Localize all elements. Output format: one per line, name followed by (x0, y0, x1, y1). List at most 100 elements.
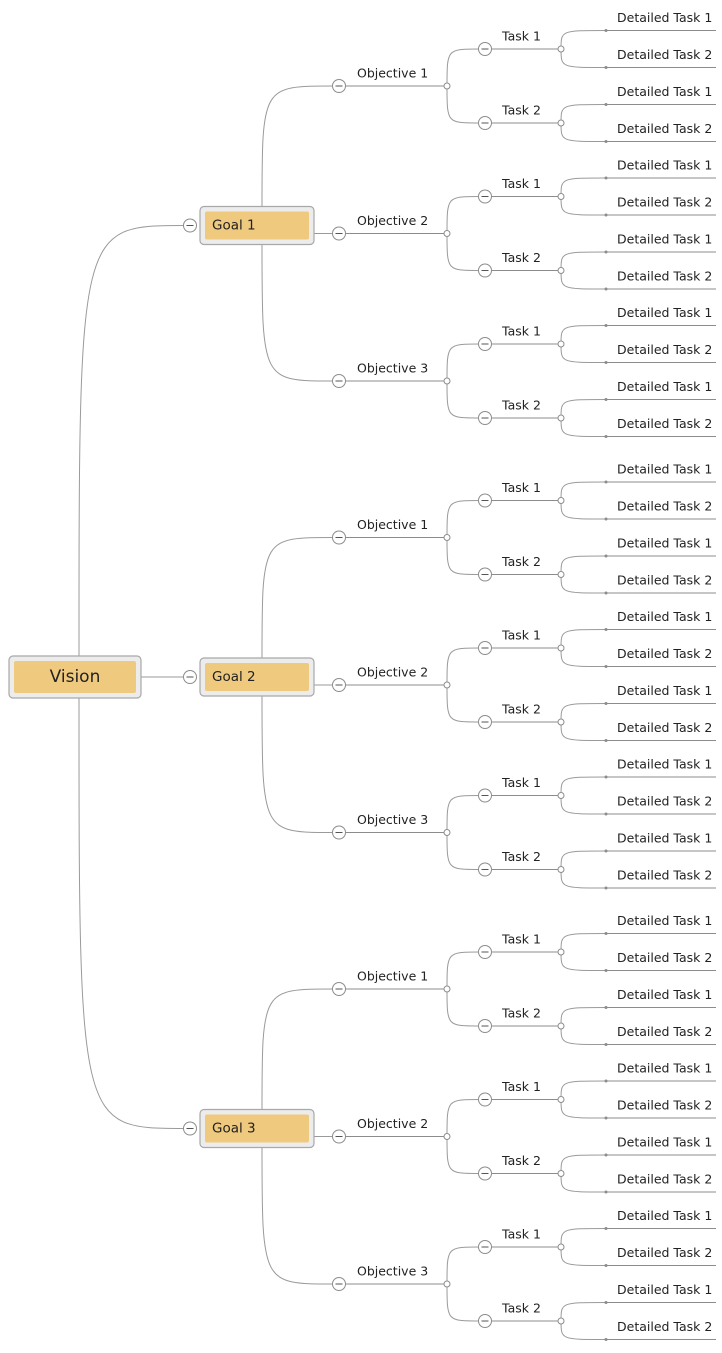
task-toggle[interactable] (478, 862, 492, 877)
task-toggle[interactable] (478, 945, 492, 959)
objective-toggle[interactable] (332, 374, 346, 388)
connector (560, 1320, 607, 1340)
task-toggle[interactable] (478, 116, 492, 130)
objective-toggle[interactable] (332, 678, 346, 692)
connector (78, 697, 185, 1129)
detail-dot (604, 849, 608, 853)
detail-label: Detailed Task 1 (617, 831, 712, 846)
detail-label: Detailed Task 1 (617, 462, 712, 477)
connector (560, 933, 607, 953)
objective-label: Objective 1 (357, 969, 428, 984)
detail-dot (604, 665, 608, 668)
detail-dot (604, 324, 608, 327)
objective-toggle[interactable] (332, 825, 346, 840)
task-toggle[interactable] (478, 1019, 492, 1033)
connector (446, 196, 480, 234)
detail-label: Detailed Task 2 (617, 794, 712, 809)
branch-joint (557, 45, 565, 53)
detail-dot (604, 1043, 608, 1046)
task-label: Task 1 (501, 775, 541, 790)
task-toggle[interactable] (478, 1092, 492, 1107)
goal-2-toggle[interactable] (183, 670, 197, 684)
connector (446, 795, 480, 833)
connector (560, 703, 607, 723)
connector (446, 537, 480, 575)
objective-toggle[interactable] (332, 1277, 346, 1291)
connector (560, 30, 607, 50)
task-label: Task 1 (501, 1079, 541, 1094)
detail-dot (604, 1227, 608, 1230)
objective-toggle[interactable] (332, 1129, 346, 1144)
detail-dot (604, 29, 608, 32)
detail-label: Detailed Task 2 (617, 342, 712, 357)
task-label: Task 1 (501, 480, 541, 495)
task-toggle[interactable] (478, 1314, 492, 1328)
goal-1-topic[interactable]: Goal 1 (199, 205, 315, 246)
detail-label: Detailed Task 2 (617, 195, 712, 210)
detail-label: Detailed Task 2 (617, 499, 712, 514)
detail-label: Detailed Task 1 (617, 536, 712, 551)
connector (560, 251, 607, 271)
objective-toggle[interactable] (332, 982, 346, 996)
connector (261, 244, 334, 382)
connector (560, 1007, 607, 1027)
objective-toggle[interactable] (332, 79, 346, 93)
detail-label: Detailed Task 1 (617, 609, 712, 624)
root-topic[interactable]: Vision (8, 655, 142, 699)
task-toggle[interactable] (478, 493, 492, 508)
connector (261, 988, 334, 1110)
task-label: Task 1 (501, 324, 541, 339)
connector (261, 85, 334, 207)
task-toggle[interactable] (478, 263, 492, 278)
branch-joint (557, 414, 565, 422)
objective-label: Objective 2 (357, 213, 428, 228)
task-toggle[interactable] (478, 337, 492, 351)
detail-dot (604, 176, 608, 180)
connector (560, 343, 607, 363)
goal-1-toggle[interactable] (183, 218, 197, 233)
goal-2-topic-fill (205, 663, 309, 691)
detail-label: Detailed Task 1 (617, 1282, 712, 1297)
connector (560, 1025, 607, 1045)
goal-3-toggle[interactable] (183, 1121, 197, 1136)
detail-label: Detailed Task 1 (617, 379, 712, 394)
goal-2-topic[interactable]: Goal 2 (199, 657, 315, 697)
goal-3-topic[interactable]: Goal 3 (199, 1108, 315, 1149)
objective-toggle[interactable] (332, 226, 346, 241)
task-toggle[interactable] (478, 641, 492, 655)
detail-dot (604, 702, 608, 705)
connector (560, 399, 607, 419)
detail-label: Detailed Task 1 (617, 1135, 712, 1150)
task-toggle[interactable] (478, 1166, 492, 1181)
task-toggle[interactable] (478, 189, 492, 204)
connector (446, 951, 480, 990)
objective-label: Objective 3 (357, 812, 428, 827)
branch-joint (557, 1096, 565, 1103)
detail-dot (604, 1338, 608, 1341)
connector (560, 1173, 607, 1193)
task-label: Task 1 (501, 932, 541, 947)
connector (560, 1099, 607, 1119)
task-toggle[interactable] (478, 788, 492, 803)
connector (560, 721, 607, 741)
connector (78, 225, 185, 657)
task-label: Task 2 (501, 398, 541, 413)
branch-joint (443, 534, 451, 541)
connector (560, 1246, 607, 1266)
task-toggle[interactable] (478, 42, 492, 56)
detail-label: Detailed Task 1 (617, 84, 712, 99)
task-toggle[interactable] (478, 567, 492, 582)
detail-dot (604, 140, 608, 143)
task-toggle[interactable] (478, 1240, 492, 1254)
objective-toggle[interactable] (332, 530, 346, 545)
task-toggle[interactable] (478, 715, 492, 729)
objective-label: Objective 2 (357, 665, 428, 680)
connector (446, 684, 480, 723)
detail-label: Detailed Task 2 (617, 1098, 712, 1113)
detail-label: Detailed Task 1 (617, 1208, 712, 1223)
detail-dot (604, 435, 608, 438)
task-label: Task 1 (501, 1227, 541, 1242)
task-toggle[interactable] (478, 411, 492, 425)
branch-joint (557, 1022, 565, 1030)
